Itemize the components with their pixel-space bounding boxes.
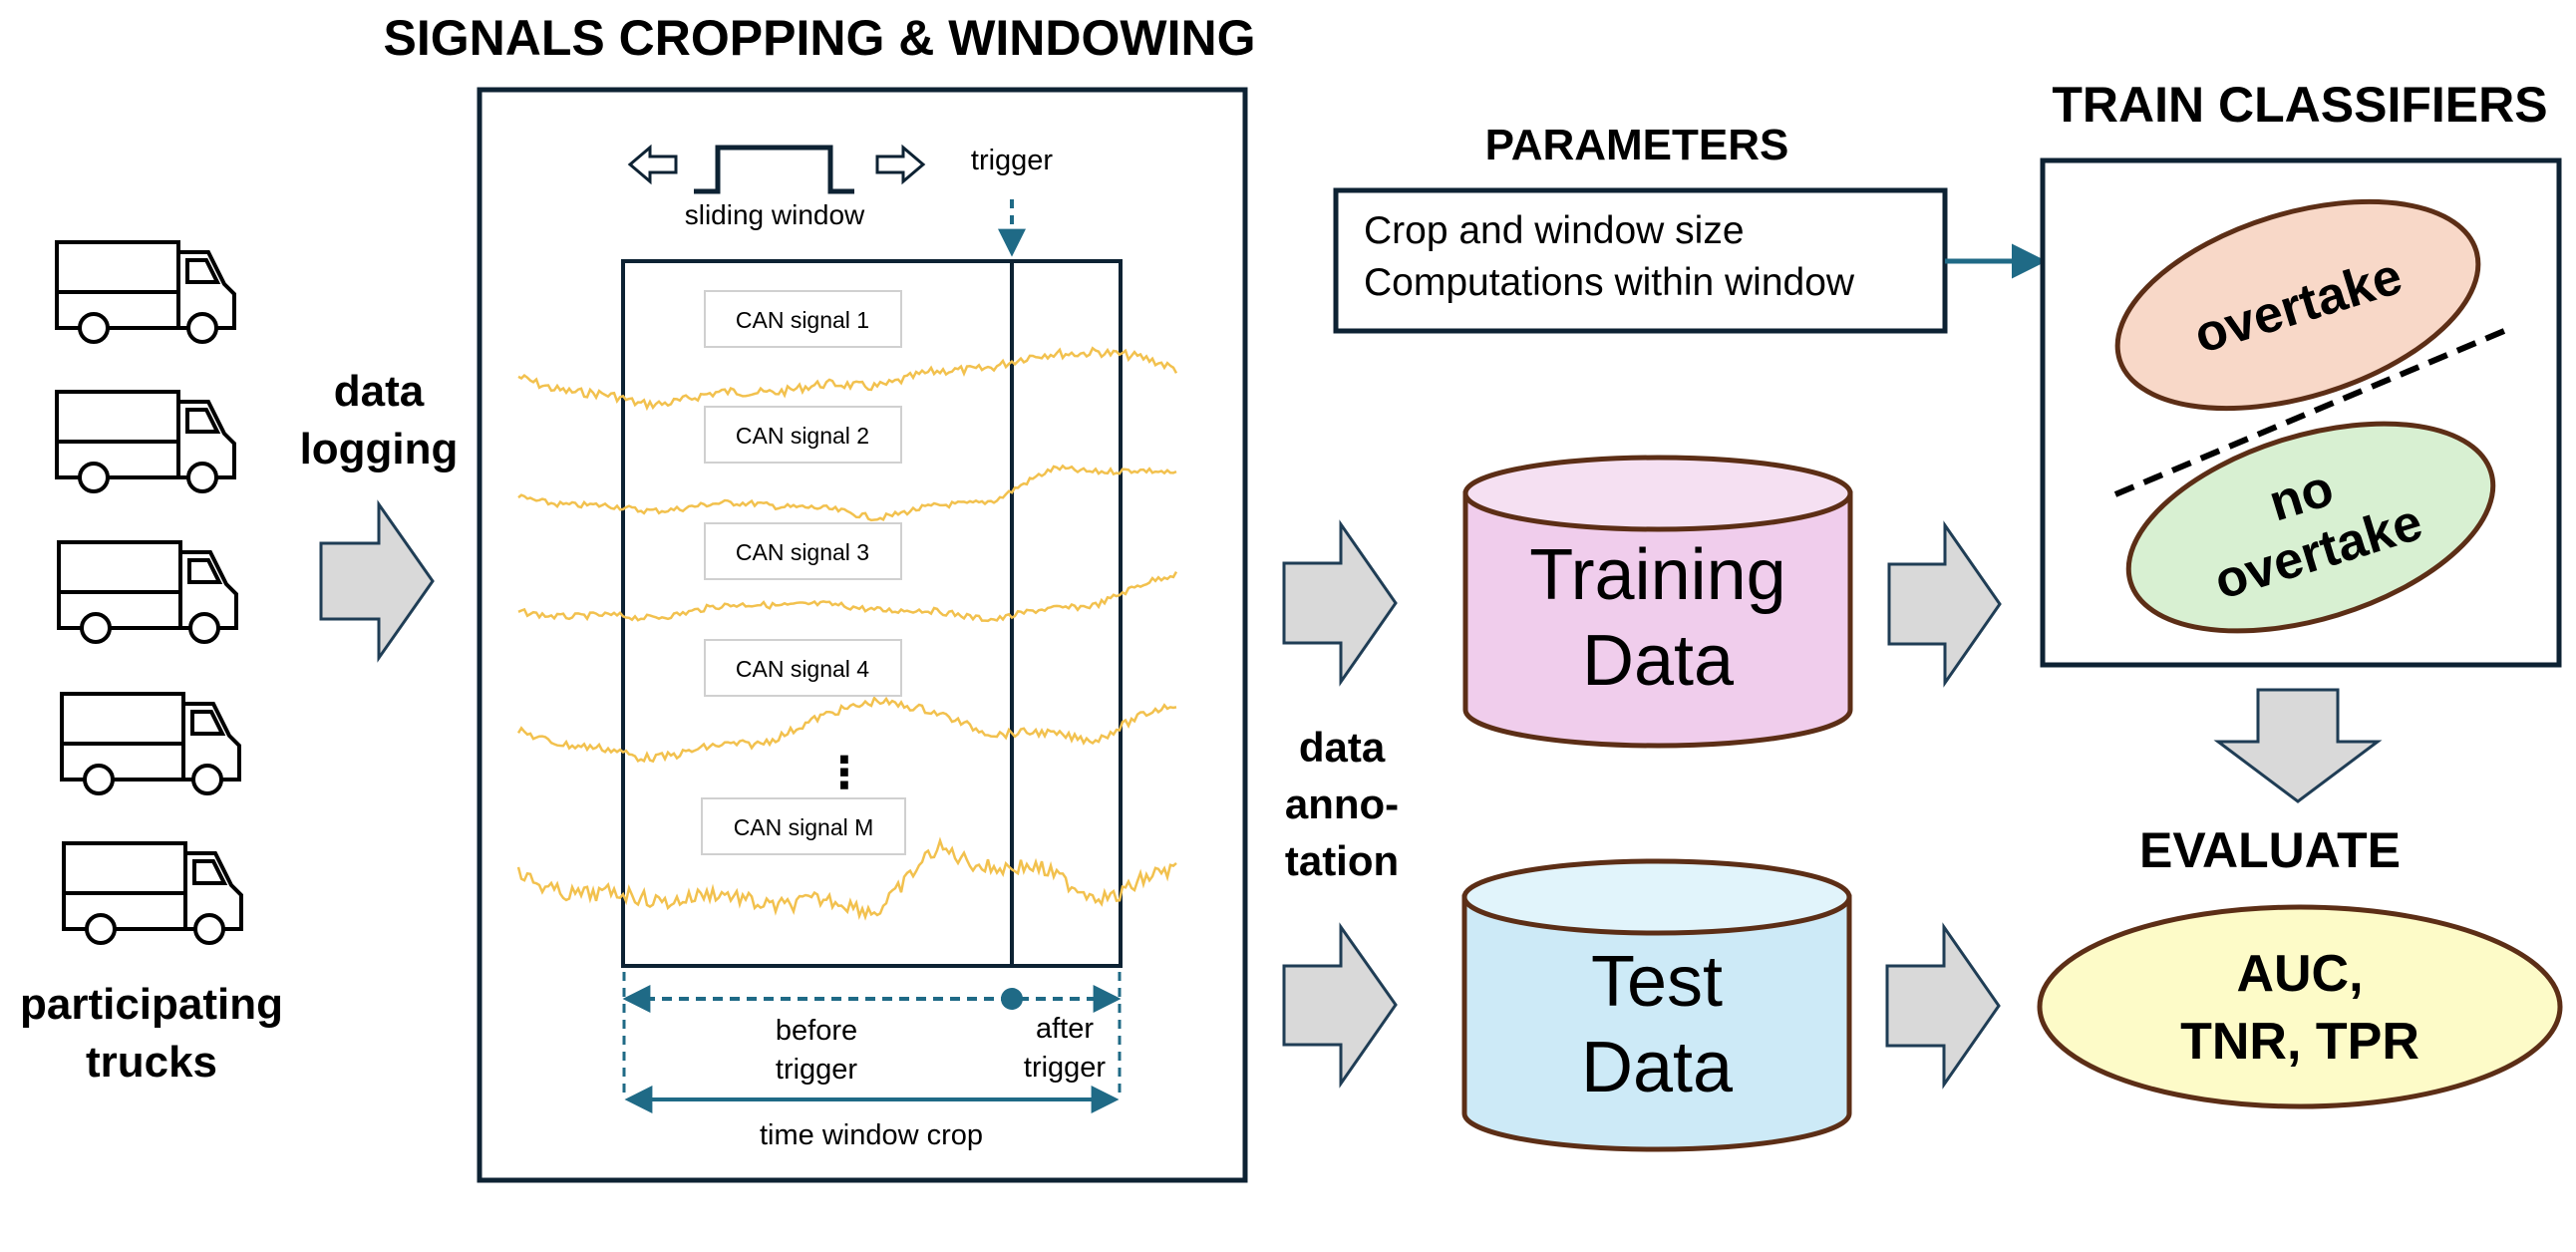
can-signal-4-text: CAN signal 4 xyxy=(736,656,869,682)
time-window-crop-label: time window crop xyxy=(760,1119,983,1151)
truck-icon xyxy=(55,240,236,344)
can-signal-label: CAN signal 4 xyxy=(704,639,902,697)
parameters-line2: Computations within window xyxy=(1364,261,1855,304)
annotation-arrow-training xyxy=(1282,519,1398,687)
logging-arrow xyxy=(319,499,435,663)
right-arrow-icon xyxy=(875,144,926,185)
cropping-title: SIGNALS CROPPING & WINDOWING xyxy=(384,10,1256,66)
trigger-point xyxy=(1001,988,1023,1010)
decision-boundary xyxy=(2113,328,2506,497)
truck-icon xyxy=(55,390,236,493)
signal-trace xyxy=(517,570,1178,623)
can-signal-label: CAN signal 1 xyxy=(704,290,902,348)
annotation-line2: anno- xyxy=(1285,781,1399,827)
train-title: TRAIN CLASSIFIERS xyxy=(2052,77,2547,133)
test-to-evaluate-arrow xyxy=(1885,922,2001,1090)
truck-column xyxy=(55,240,243,945)
signal-trace xyxy=(517,464,1177,522)
signal-trace xyxy=(516,695,1177,764)
parameters-title: PARAMETERS xyxy=(1485,121,1789,169)
signal-trace xyxy=(516,836,1177,921)
metrics-line2: TNR, TPR xyxy=(2180,1013,2419,1071)
truck-icon xyxy=(60,692,241,795)
before-trigger-line2: trigger xyxy=(776,1054,858,1086)
annotation-line3: tation xyxy=(1285,837,1399,884)
training-data-cylinder xyxy=(1462,455,1853,749)
parameters-box xyxy=(1333,187,1948,334)
test-data-line1: Test xyxy=(1591,942,1723,1022)
can-signal-label: CAN signal 2 xyxy=(704,406,902,464)
after-trigger-line2: trigger xyxy=(1024,1052,1107,1084)
signal-ellipsis: ⋮ xyxy=(822,749,866,797)
window-box xyxy=(621,259,1123,968)
truck-icon xyxy=(57,540,238,644)
training-data-line1: Training xyxy=(1529,535,1785,615)
window-pulse-icon xyxy=(694,145,854,194)
classifier-to-evaluate-arrow xyxy=(2213,688,2383,803)
sliding-window-icon xyxy=(627,144,926,194)
signal-trace xyxy=(517,346,1178,412)
logging-label-line2: logging xyxy=(300,425,459,473)
can-signal-3-text: CAN signal 3 xyxy=(736,539,869,565)
logging-label-line1: data xyxy=(334,367,425,416)
can-signal-1-text: CAN signal 1 xyxy=(736,307,869,333)
signal-traces xyxy=(516,346,1178,921)
parameters-line1: Crop and window size xyxy=(1364,209,1745,252)
metrics-ellipse xyxy=(2037,904,2563,1109)
cropping-panel xyxy=(477,87,1248,1183)
test-data-line2: Data xyxy=(1581,1028,1734,1107)
left-arrow-icon xyxy=(627,144,678,185)
trigger-label: trigger xyxy=(971,145,1054,176)
truck-icon xyxy=(62,841,243,945)
can-signal-m-text: CAN signal M xyxy=(734,814,874,840)
no-overtake-class: no overtake xyxy=(2125,421,2496,634)
metrics-line1: AUC, xyxy=(2236,945,2363,1003)
training-data-line2: Data xyxy=(1582,621,1735,701)
trucks-label-line2: trucks xyxy=(86,1038,217,1087)
annotation-line1: data xyxy=(1299,724,1386,771)
annotation-arrow-test xyxy=(1282,922,1398,1089)
before-trigger-line1: before xyxy=(776,1015,857,1047)
can-signal-label: CAN signal M xyxy=(701,797,906,855)
training-to-classifier-arrow xyxy=(1887,520,2002,688)
trucks-label-line1: participating xyxy=(20,980,283,1029)
can-signal-2-text: CAN signal 2 xyxy=(736,423,869,449)
sliding-window-label: sliding window xyxy=(685,199,865,230)
can-signal-label: CAN signal 3 xyxy=(704,522,902,580)
overtake-class: overtake xyxy=(2114,198,2481,412)
test-data-cylinder xyxy=(1461,858,1852,1152)
after-trigger-line1: after xyxy=(1036,1013,1094,1045)
evaluate-title: EVALUATE xyxy=(2139,822,2401,878)
